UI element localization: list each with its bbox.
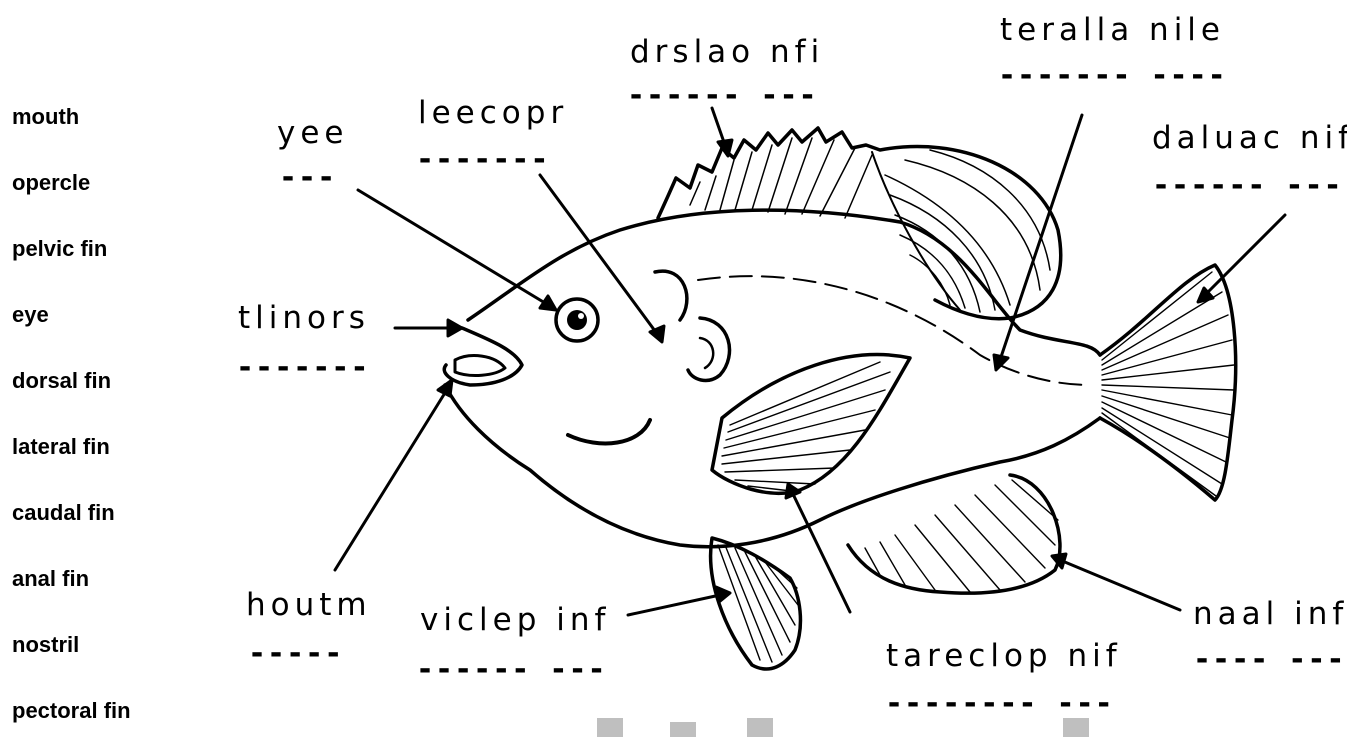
label-caudal-blank[interactable]: ------ --- — [1152, 168, 1343, 203]
label-pectoral-blank[interactable]: -------- --- — [885, 686, 1114, 721]
mouth — [444, 328, 522, 385]
label-dorsal-scrambled: drslao nfi — [630, 34, 824, 70]
label-pectoral-scrambled: tareclop nif — [886, 638, 1122, 674]
label-mouth-scrambled: houtm — [246, 587, 372, 623]
label-anal-scrambled: naal inf — [1193, 596, 1347, 632]
label-pelvic-scrambled: viclep inf — [420, 602, 610, 638]
label-nostril-scrambled: tlinors — [238, 300, 370, 336]
label-opercle-blank[interactable]: ------- — [416, 142, 549, 177]
label-nostril-blank[interactable]: ------- — [236, 350, 369, 385]
dorsal-fin — [658, 128, 1061, 319]
caudal-fin — [1100, 265, 1236, 500]
lateral-line — [698, 276, 1090, 385]
label-caudal-scrambled: daluac nif — [1152, 120, 1347, 156]
label-mouth-blank[interactable]: ----- — [248, 636, 343, 671]
label-pelvic-blank[interactable]: ------ --- — [416, 652, 607, 687]
anal-fin — [848, 475, 1060, 593]
eye — [556, 299, 598, 341]
label-eye-scrambled: yee — [277, 115, 349, 151]
label-lateral-scrambled: teralla nile — [1000, 12, 1225, 48]
label-anal-blank[interactable]: ---- --- — [1193, 642, 1346, 677]
pelvic-fin — [711, 538, 801, 669]
label-opercle-scrambled: leecopr — [418, 95, 568, 131]
label-lateral-blank[interactable]: ------- ---- — [998, 58, 1227, 93]
label-dorsal-blank[interactable]: ------ --- — [627, 78, 818, 113]
pectoral-fin — [712, 355, 910, 494]
label-eye-blank[interactable]: --- — [279, 160, 336, 195]
